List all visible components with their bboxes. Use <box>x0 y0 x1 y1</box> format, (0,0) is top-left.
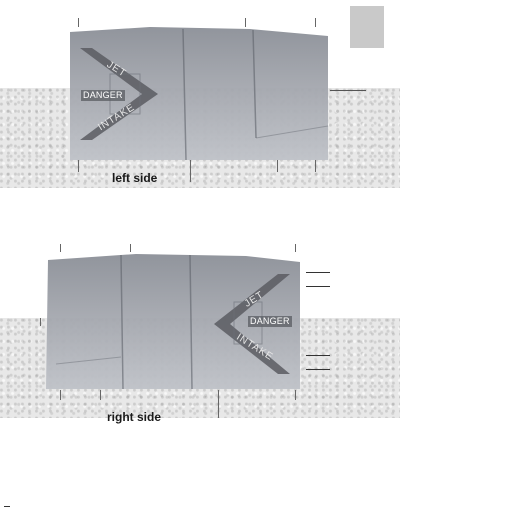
right-leader-2 <box>306 286 330 287</box>
corner-mark <box>4 506 10 507</box>
right-tick-bottom-4 <box>295 390 296 400</box>
left-tick-top-1 <box>78 18 79 27</box>
right-danger-label: DANGER <box>248 316 292 327</box>
right-panel: JET DANGER INTAKE <box>46 252 302 390</box>
left-panel: JET DANGER INTAKE <box>70 26 330 161</box>
left-tick-bottom-4 <box>315 160 316 172</box>
left-tick-bottom-3 <box>277 160 278 172</box>
color-swatch <box>350 6 384 48</box>
right-leader-1 <box>306 272 330 273</box>
left-tick-bottom-2 <box>190 160 191 182</box>
left-tick-bottom-1 <box>78 160 79 172</box>
left-side-caption: left side <box>112 171 158 185</box>
left-tick-top-2 <box>245 18 246 27</box>
left-leader-line <box>330 90 366 91</box>
left-tick-top-3 <box>315 18 316 27</box>
right-leader-3 <box>306 355 330 356</box>
right-leader-4 <box>306 369 330 370</box>
left-danger-label: DANGER <box>81 90 125 101</box>
right-panel-shape <box>46 254 300 390</box>
right-tick-top-2 <box>130 244 131 252</box>
right-tick-top-1 <box>60 244 61 252</box>
right-tick-bottom-3 <box>218 390 219 418</box>
right-tick-bottom-1 <box>60 390 61 400</box>
right-tick-left <box>40 318 41 326</box>
right-tick-bottom-2 <box>100 390 101 400</box>
right-tick-top-3 <box>295 244 296 252</box>
right-side-caption: right side <box>107 410 162 424</box>
